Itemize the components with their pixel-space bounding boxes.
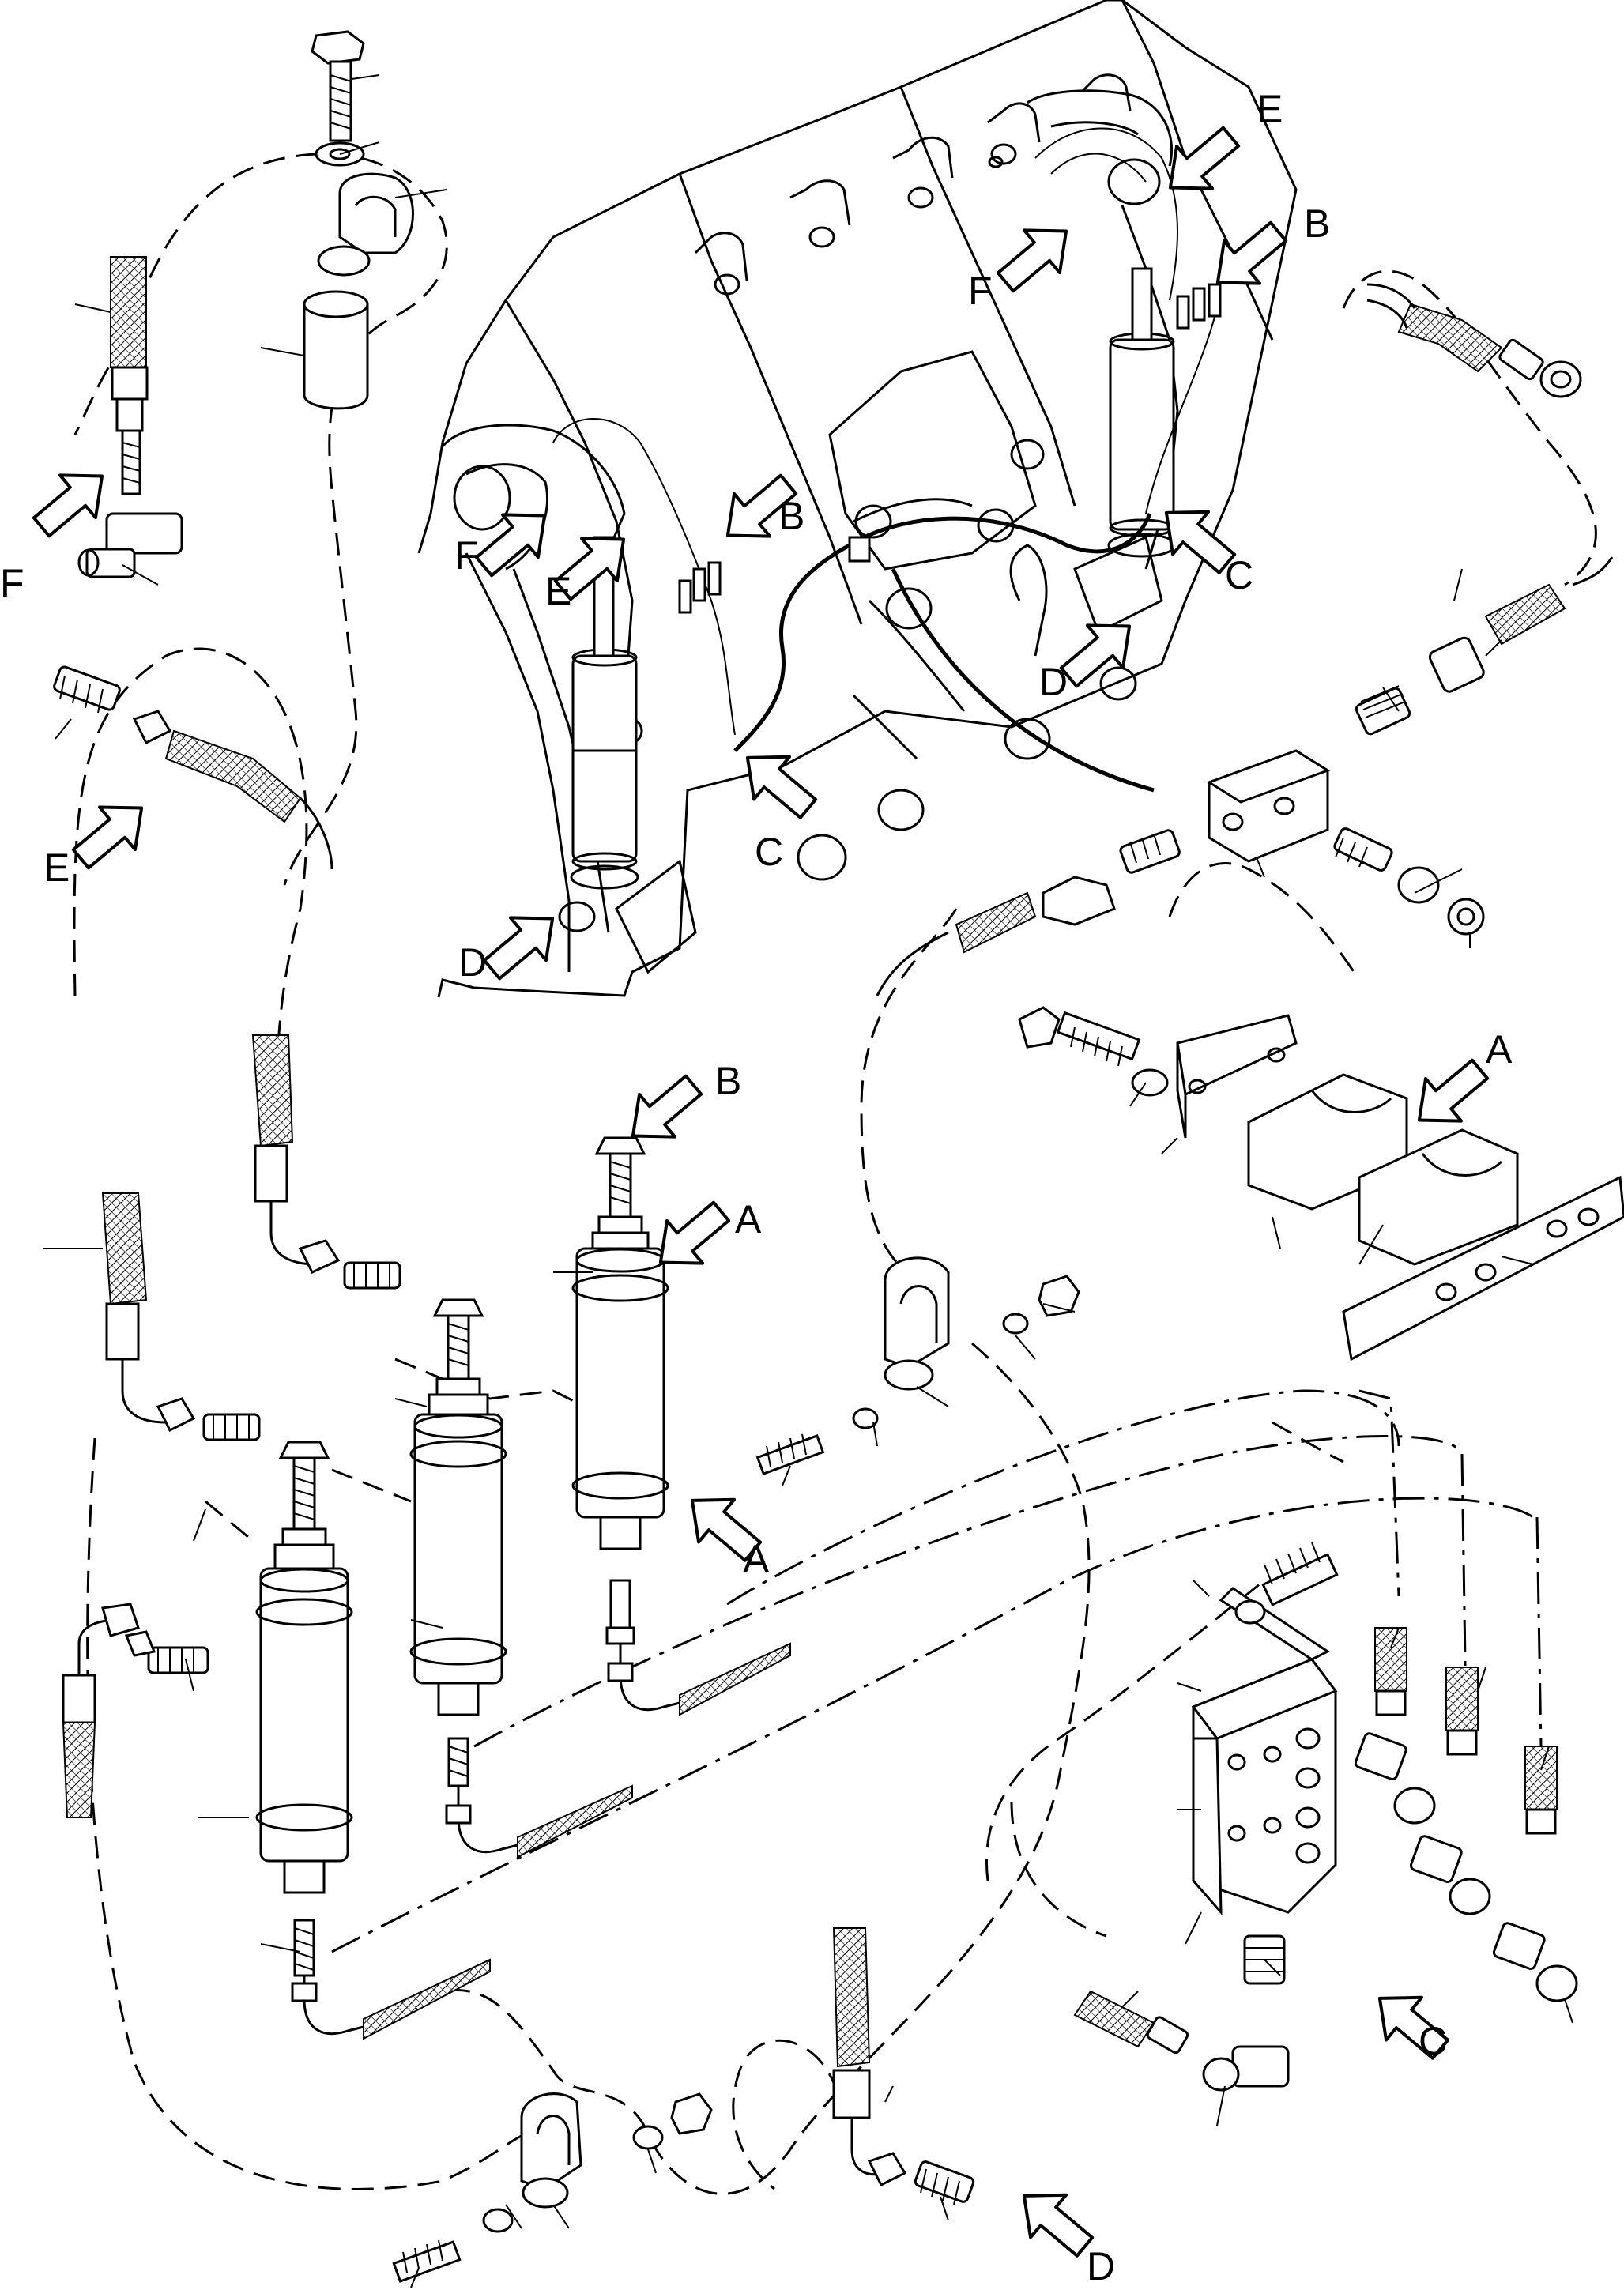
arrow-c-2: [1164, 510, 1237, 574]
arrow-a-1: [658, 1200, 731, 1265]
callout-b-1: B: [778, 494, 804, 538]
cylinder-hoses: [291, 1642, 791, 2040]
callout-a-1: A: [1486, 1027, 1513, 1072]
callout-e-3: E: [1257, 87, 1283, 131]
arrow-d-1: [482, 916, 555, 981]
callout-d-2: D: [1039, 660, 1068, 704]
callout-a-3: A: [743, 1537, 770, 1581]
bottom-hose-d: [832, 1927, 975, 2205]
callout-b-3: B: [715, 1059, 741, 1103]
bottom-clamp: [392, 2092, 713, 2283]
arrow-c-1: [745, 755, 818, 819]
clamp-assembly-a: [1018, 1006, 1624, 1362]
frame-pin-holes: [714, 143, 1137, 881]
callout-c-1: C: [755, 830, 783, 874]
callout-f-1: F: [0, 561, 24, 605]
arrow-c-3: [1377, 1995, 1450, 2060]
callout-c-2: C: [1225, 553, 1253, 597]
arrow-d-2: [1059, 623, 1132, 688]
arrow-a-3: [1417, 1058, 1490, 1123]
arrow-e-2: [553, 537, 626, 601]
cylinder-3: [255, 1441, 353, 1977]
arrow-a-2: [690, 1497, 763, 1562]
middle-clamp: [755, 1256, 1080, 1475]
arrow-d-3: [1022, 2193, 1095, 2258]
arrow-f-1: [32, 473, 104, 538]
callout-d-3: D: [1087, 2244, 1115, 2288]
callout-arrows: [32, 126, 1490, 2258]
callout-labels: A A A B B B C C C D D D E E E F F F: [0, 87, 1513, 2288]
arrow-b-2: [1215, 220, 1288, 285]
callout-d-1: D: [458, 940, 487, 985]
arrow-e-1: [71, 805, 144, 870]
valve-block-c: [1073, 1542, 1578, 2092]
frame-cylinder-left: [570, 536, 639, 890]
callout-f-2: F: [454, 533, 479, 578]
top-right-hose: [1366, 283, 1582, 398]
callout-c-3: C: [1419, 2019, 1447, 2063]
block-connector-assembly: [876, 556, 1614, 996]
cylinder-2: [409, 1298, 507, 1787]
left-vertical-hoses: [62, 1034, 317, 1818]
callout-a-2: A: [735, 1197, 762, 1241]
arrow-f-3: [996, 228, 1068, 293]
leader-lines: [43, 74, 1573, 2288]
callout-b-2: B: [1304, 202, 1330, 246]
arrow-b-1: [725, 473, 798, 538]
top-left-assembly: [77, 30, 414, 578]
main-frame: [417, 0, 1298, 998]
arrow-b-3: [631, 1074, 703, 1139]
arrow-f-2: [474, 513, 547, 578]
left-fittings: [124, 1239, 401, 1674]
wiring-harness: [552, 127, 1222, 793]
callout-f-3: F: [968, 269, 993, 313]
arrow-e-3: [1168, 126, 1241, 190]
cylinder-1: [571, 1136, 669, 1645]
callout-e-1: E: [43, 846, 70, 890]
left-hose-e: [53, 665, 333, 870]
callout-e-2: E: [545, 569, 571, 613]
